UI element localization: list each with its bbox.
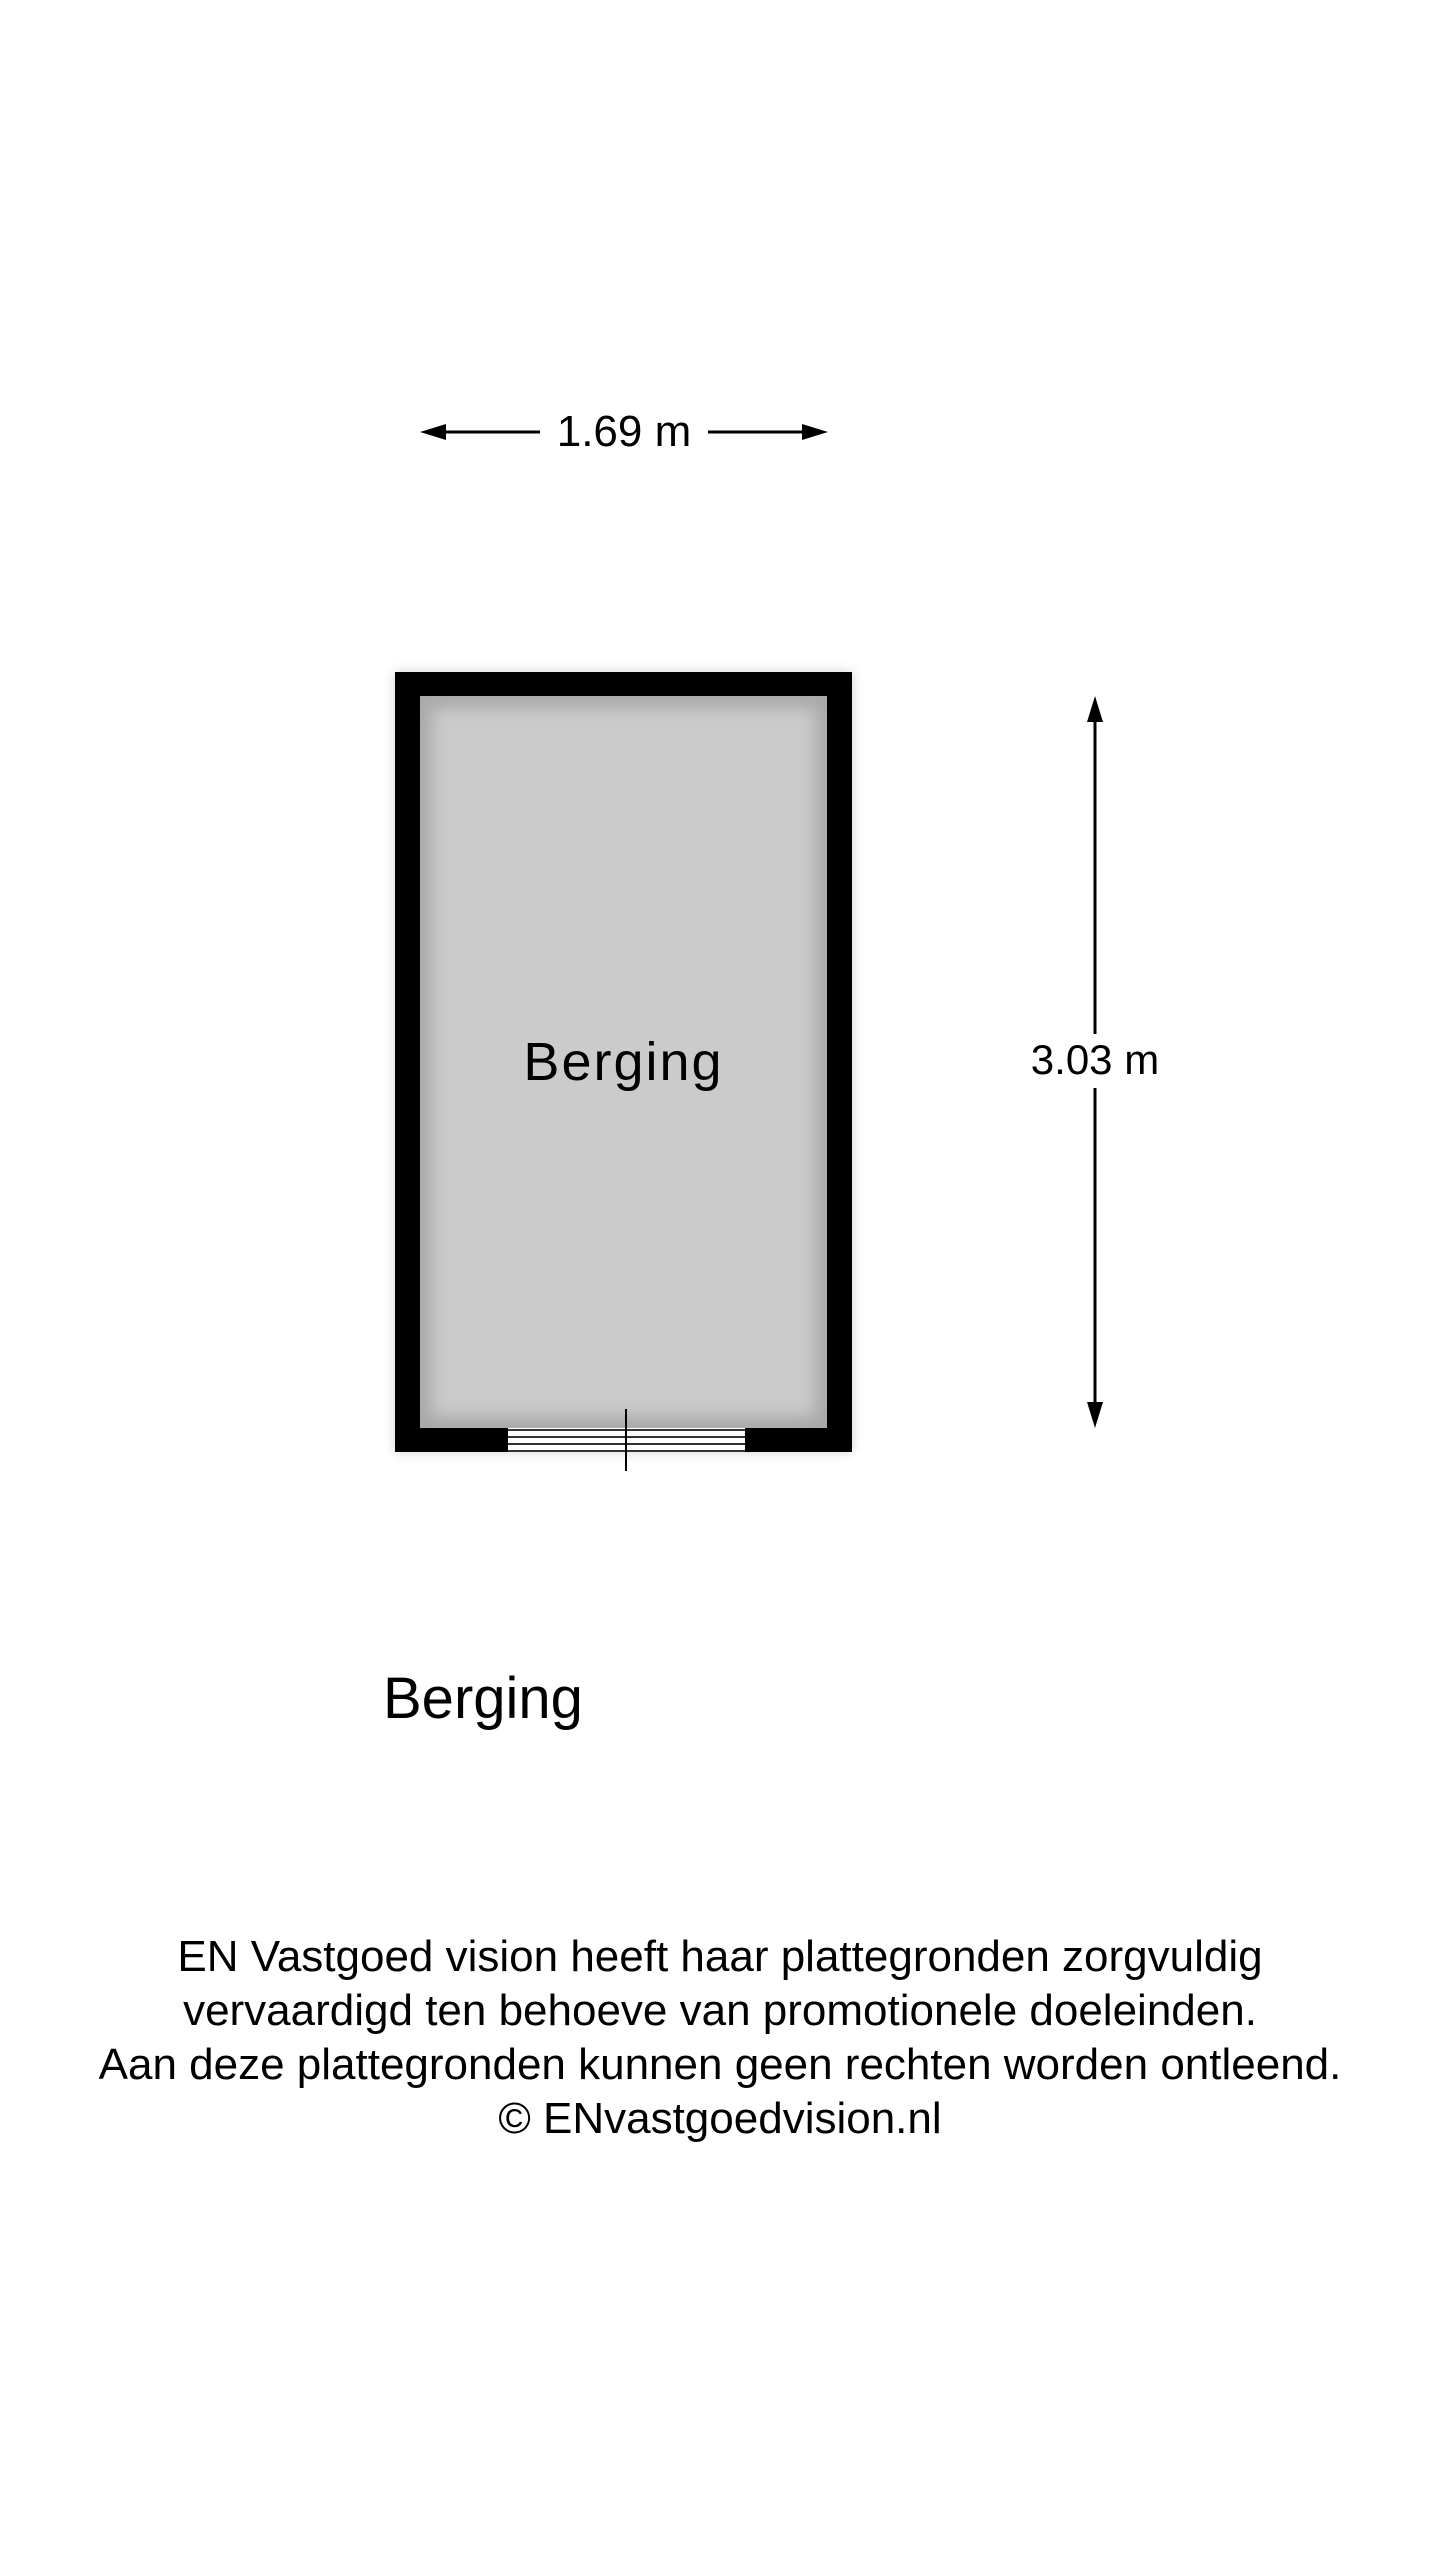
room-floor: [420, 696, 827, 1428]
disclaimer-line: Aan deze plattegronden kunnen geen recht…: [98, 2040, 1342, 2089]
disclaimer-line: vervaardigd ten behoeve van promotionele…: [183, 1986, 1257, 2035]
depth-dimension-arrow: [1087, 696, 1103, 1428]
floor-title: Berging: [383, 1666, 583, 1731]
disclaimer-line: EN Vastgoed vision heeft haar plattegron…: [177, 1932, 1263, 1981]
room-name-label: Berging: [523, 1032, 724, 1092]
width-dimension-label: 1.69 m: [540, 405, 708, 459]
width-dimension-arrow: [420, 424, 828, 440]
copyright-line: © ENvastgoedvision.nl: [498, 2094, 942, 2143]
depth-dimension-label: 3.03 m: [1015, 1034, 1175, 1086]
door-opening: [508, 1409, 745, 1471]
disclaimer-text: EN Vastgoed vision heeft haar plattegron…: [0, 1930, 1440, 2146]
